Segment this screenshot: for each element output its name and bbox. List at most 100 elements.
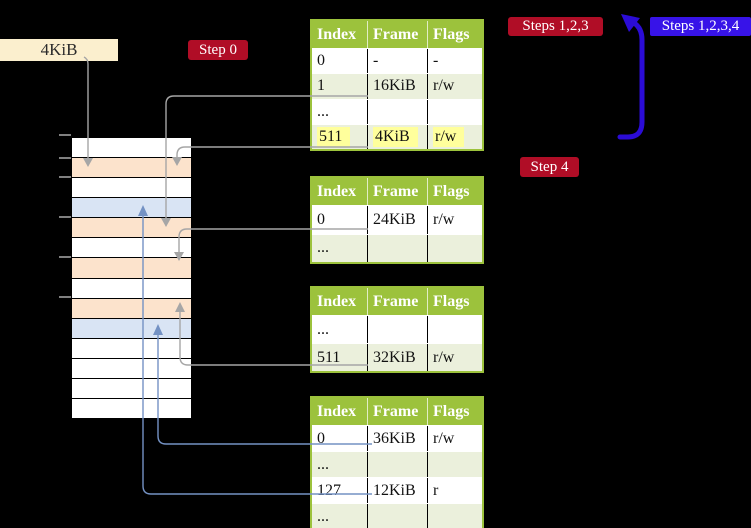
- header-cell: Index: [312, 398, 368, 425]
- cell-text: ...: [317, 507, 329, 525]
- memory-tick: [59, 176, 71, 178]
- memory-frame-row: [72, 378, 191, 400]
- big-blue-step-arrow: [617, 14, 645, 140]
- memory-tick: [59, 216, 71, 218]
- table-row: 127 12KiB r: [312, 477, 482, 503]
- table-cell: 511: [312, 344, 368, 371]
- cell-text: r/w: [433, 348, 455, 366]
- table-row: 0 --: [312, 48, 482, 74]
- cell-text: 0: [317, 429, 325, 447]
- memory-frame-row: [72, 318, 191, 339]
- highlighted-cell-text: r/w: [433, 126, 465, 147]
- highlighted-cell-text: 4KiB: [373, 126, 418, 147]
- header-cell: Flags: [433, 402, 470, 420]
- table-cell: [428, 316, 482, 343]
- memory-frame-row: [72, 258, 191, 279]
- table-cell: ...: [312, 99, 368, 124]
- cell-text: 511: [317, 348, 341, 366]
- table-cell: [368, 452, 428, 477]
- table-cell: 4KiB: [368, 124, 428, 149]
- table-cell: 24KiB: [368, 206, 428, 234]
- header-cell: Frame: [368, 21, 428, 48]
- cell-text: ...: [317, 239, 329, 257]
- cell-text: 0: [317, 210, 325, 228]
- table-cell: 0: [312, 49, 368, 74]
- table-cell: r: [428, 478, 482, 503]
- table-cell: [368, 504, 428, 528]
- table-row: ...: [312, 233, 482, 263]
- cell-text: ...: [317, 455, 329, 473]
- memory-frame-row: [72, 138, 191, 159]
- table-row: ...: [312, 451, 482, 477]
- memory-frame-row: [72, 238, 191, 259]
- header-cell: Flags: [433, 182, 470, 200]
- cell-text: -: [433, 52, 439, 70]
- table-cell: 127: [312, 478, 368, 503]
- table-cell: ...: [312, 316, 368, 343]
- table-cell: 511: [312, 124, 368, 149]
- table-cell: ...: [312, 504, 368, 528]
- table-cell: 1: [312, 74, 368, 99]
- memory-frame-row: [72, 158, 191, 179]
- table-cell: [428, 504, 482, 528]
- memory-tick: [59, 157, 71, 159]
- table-cell: -: [368, 49, 428, 74]
- table-cell: r/w: [428, 206, 482, 234]
- memory-frame-row: [72, 278, 191, 299]
- memory-frame-row: [72, 298, 191, 319]
- step4-badge: Step 4: [520, 157, 579, 177]
- table-cell: ...: [312, 234, 368, 262]
- memory-tick: [59, 296, 71, 298]
- memory-frame-row: [72, 218, 191, 239]
- table-cell: ...: [312, 452, 368, 477]
- cell-text: r/w: [433, 429, 455, 447]
- table-cell: 12KiB: [368, 478, 428, 503]
- table-cell: -: [428, 49, 482, 73]
- memory-frame-row: [72, 399, 191, 419]
- table-row: 0 36KiB r/w: [312, 425, 482, 451]
- table-row: ...: [312, 315, 482, 343]
- table-cell: [428, 452, 482, 477]
- table-cell: r/w: [428, 426, 482, 451]
- header-cell: Frame: [368, 178, 428, 205]
- table-cell: 16KiB: [368, 74, 428, 99]
- memory-frame-row: [72, 178, 191, 199]
- table-cell: [428, 235, 482, 263]
- memory-frame-row: [72, 338, 191, 359]
- table-row: ...: [312, 503, 482, 528]
- table-cell: [428, 100, 482, 124]
- cell-text: ...: [317, 320, 329, 338]
- memory-tick: [59, 256, 71, 258]
- header-cell: Index: [312, 21, 368, 48]
- cell-text: ...: [317, 102, 329, 120]
- header-cell: Flags: [433, 25, 470, 43]
- header-cell: Frame: [368, 288, 428, 315]
- cell-text: 24KiB: [373, 210, 416, 228]
- cell-text: 0: [317, 52, 325, 70]
- header-cell: Frame: [368, 398, 428, 425]
- cell-text: r/w: [433, 210, 455, 228]
- table-cell: [368, 234, 428, 262]
- cell-text: 16KiB: [373, 77, 416, 95]
- step0-badge: Step 0: [188, 40, 248, 60]
- physical-memory-column: [71, 137, 192, 419]
- table-cell: r/w: [428, 125, 482, 149]
- cell-text: 12KiB: [373, 481, 416, 499]
- table-cell: 36KiB: [368, 426, 428, 451]
- cell-text: 127: [317, 481, 341, 499]
- steps1234-badge: Steps 1,2,3,4: [650, 17, 751, 36]
- table-cell: [368, 316, 428, 343]
- table-cell: 0: [312, 426, 368, 451]
- table-row: 511 4KiB r/w: [312, 123, 482, 149]
- memory-frame-row: [72, 198, 191, 219]
- highlighted-cell-text: 511: [317, 126, 351, 147]
